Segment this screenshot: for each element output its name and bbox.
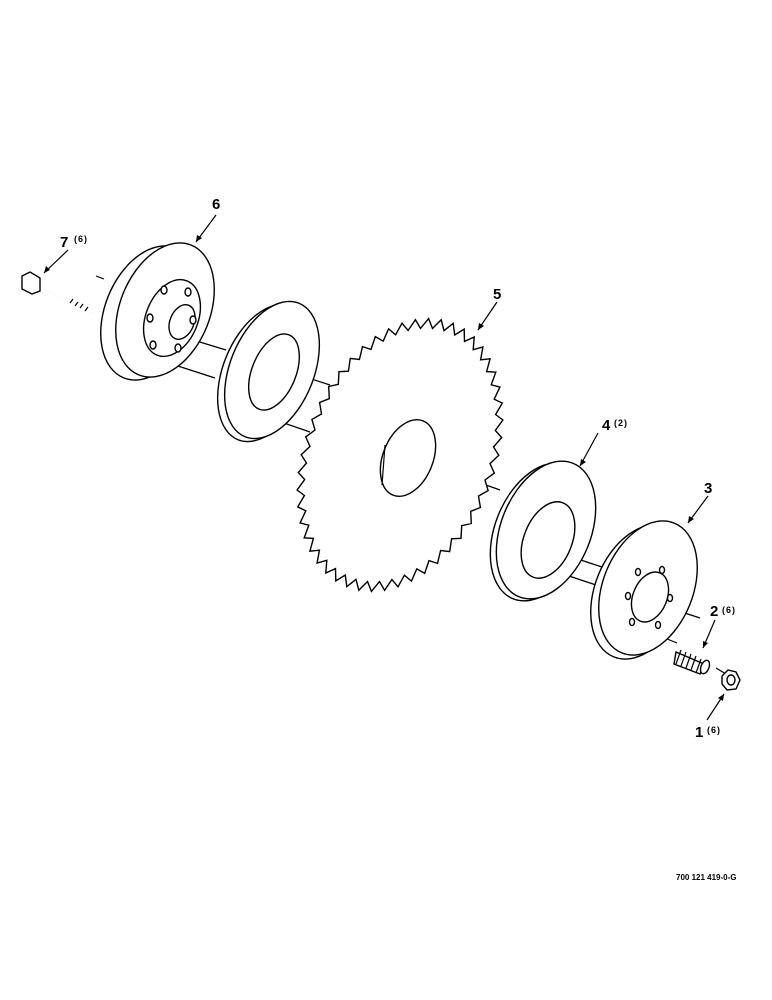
bolt-hole-set xyxy=(146,285,197,353)
callout-2-number: 2 xyxy=(710,603,718,620)
callout-2-qty: (6) xyxy=(722,605,736,615)
lock-washer-part-2 xyxy=(673,649,711,675)
bolt-hole-set xyxy=(624,565,674,630)
callout-4-qty: (2) xyxy=(614,418,628,428)
washer-part-4 xyxy=(489,460,597,602)
callout-labels: 7 (6) 6 5 4 (2) 3 2 (6) 1 (6) xyxy=(60,196,736,741)
callout-7-qty: (6) xyxy=(74,234,88,244)
callout-3-number: 3 xyxy=(704,480,712,497)
callout-6-number: 6 xyxy=(212,196,220,213)
callout-5-number: 5 xyxy=(493,286,501,303)
drawing-number: 700 121 419-0-G xyxy=(676,873,737,882)
flange-plate-part-3 xyxy=(590,520,698,660)
callout-1-number: 1 xyxy=(695,724,703,741)
flange-hub-part-6 xyxy=(100,242,215,381)
leader-arrows xyxy=(43,214,725,721)
bolt-part-7 xyxy=(21,271,93,314)
callout-1-qty: (6) xyxy=(707,725,721,735)
sprocket-part-5 xyxy=(296,317,504,593)
callout-7-number: 7 xyxy=(60,234,68,251)
washer-left xyxy=(216,300,321,443)
nut-part-1 xyxy=(721,669,741,691)
callout-4-number: 4 xyxy=(602,417,611,434)
